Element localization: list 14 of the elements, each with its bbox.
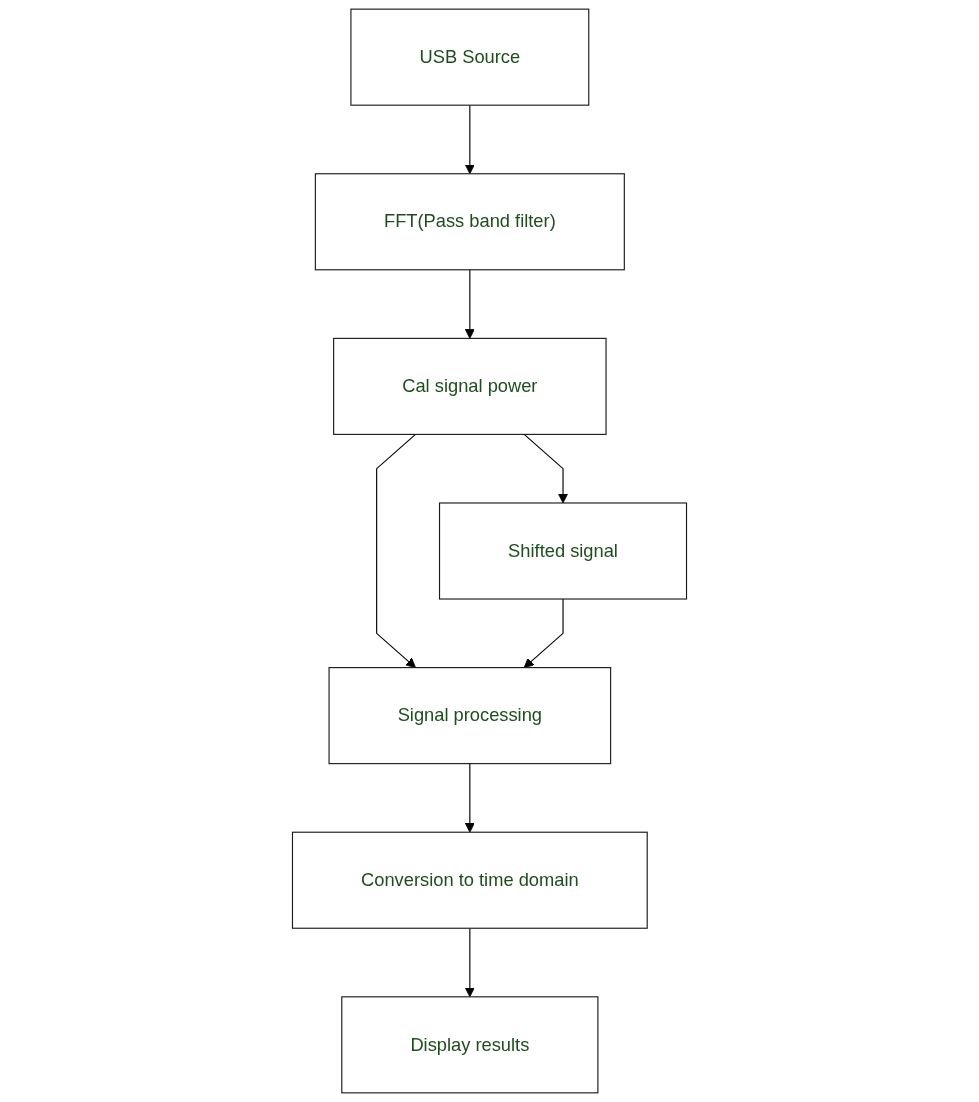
node-box — [333, 337, 607, 435]
arrow — [464, 927, 475, 998]
node-box — [350, 8, 590, 106]
arrow — [464, 763, 475, 833]
arrow — [523, 433, 569, 504]
arrow — [523, 598, 564, 669]
node-box — [438, 502, 688, 600]
node-box — [341, 996, 599, 1094]
node-box — [314, 173, 625, 271]
arrow — [376, 433, 417, 669]
arrow — [464, 269, 475, 339]
node-box — [291, 831, 648, 929]
node-box — [328, 667, 612, 765]
arrow — [464, 104, 475, 175]
